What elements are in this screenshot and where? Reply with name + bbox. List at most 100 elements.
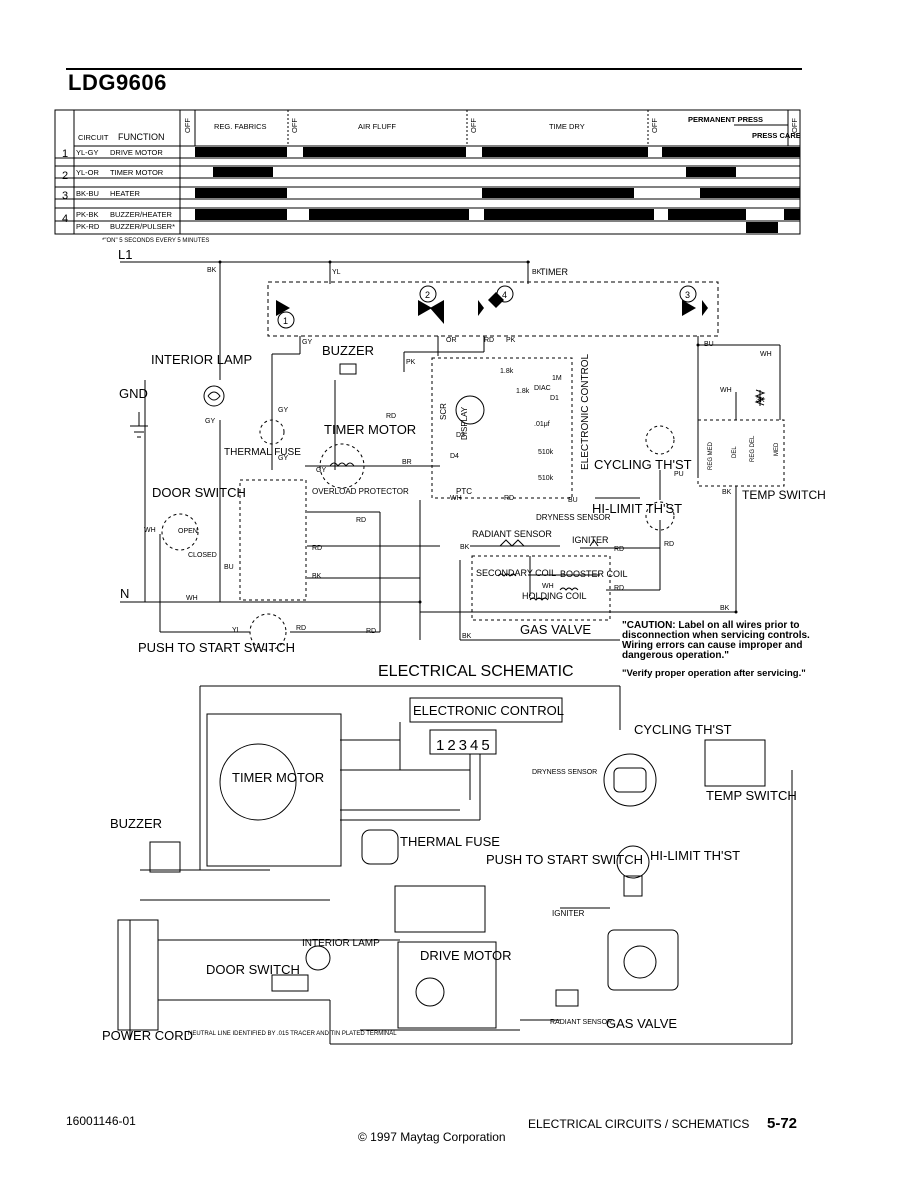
wd-igniter: IGNITER [552, 909, 585, 918]
svg-text:BK: BK [720, 605, 730, 612]
svg-text:WH: WH [144, 527, 156, 534]
row-func-3: HEATER [110, 189, 140, 198]
row-func-1: DRIVE MOTOR [110, 148, 163, 157]
wd-interior-lamp: INTERIOR LAMP [302, 938, 380, 949]
label-dryness: DRYNESS SENSOR [536, 513, 611, 522]
svg-text:OR: OR [446, 337, 457, 344]
label-ptc: PTC [456, 487, 472, 496]
svg-text:510k: 510k [538, 475, 554, 482]
label-closed: CLOSED [188, 552, 217, 559]
row-circuit-3: BK-BU [76, 189, 99, 198]
schematic-dots [218, 260, 738, 614]
wd-door-switch: DOOR SWITCH [206, 962, 300, 977]
label-interior-lamp: INTERIOR LAMP [151, 352, 252, 367]
svg-text:WH: WH [760, 351, 772, 358]
label-scr: SCR [439, 403, 448, 420]
wiring-diagram-lines [117, 685, 793, 1045]
col-circuit: CIRCUIT [78, 133, 109, 142]
chart-footnote: *"ON" 5 SECONDS EVERY 5 MINUTES [102, 238, 209, 244]
wiring-labels: ELECTRONIC CONTROL 12345 TIMER MOTOR BUZ… [102, 703, 797, 1043]
row-circuit-2: YL-OR [76, 168, 100, 177]
cycle-timedry: TIME DRY [549, 122, 585, 131]
label-reg-med: REG MED [708, 441, 714, 470]
label-push-start: PUSH TO START SWITCH [138, 640, 295, 655]
svg-text:BU: BU [704, 341, 714, 348]
wd-buzzer: BUZZER [110, 816, 162, 831]
svg-text:D3: D3 [456, 432, 465, 439]
row-circuit-4: PK-BK [76, 210, 99, 219]
svg-text:RD: RD [664, 541, 674, 548]
svg-text:BK: BK [462, 633, 472, 640]
schematic-components [130, 363, 766, 651]
cycle-fluff: AIR FLUFF [358, 122, 396, 131]
wd-dryness: DRYNESS SENSOR [532, 769, 597, 776]
wd-neutral-note: NEUTRAL LINE IDENTIFIED BY .015 TRACER A… [188, 1031, 397, 1037]
label-booster: BOOSTER COIL [560, 569, 628, 579]
svg-text:GY: GY [316, 467, 326, 474]
svg-text:YL: YL [332, 269, 341, 276]
label-cycling: CYCLING TH'ST [594, 457, 692, 472]
svg-text:3K: 3K [756, 397, 765, 404]
wd-thermal-fuse: THERMAL FUSE [400, 834, 500, 849]
row-num-1: 1 [62, 148, 68, 160]
timer-chart-bars [195, 147, 800, 233]
svg-text:BR: BR [402, 459, 412, 466]
svg-text:BK: BK [532, 269, 542, 276]
label-gnd: GND [119, 386, 148, 401]
label-buzzer: BUZZER [322, 343, 374, 358]
timer-contacts [276, 292, 708, 324]
label-thermal-fuse: THERMAL FUSE [224, 447, 301, 458]
label-display: DISPLAY [460, 406, 469, 440]
off-3: OFF [469, 118, 478, 133]
svg-text:4: 4 [502, 290, 507, 300]
off-2: OFF [290, 118, 299, 133]
svg-text:1M: 1M [552, 375, 562, 382]
label-gas-valve: GAS VALVE [520, 622, 591, 637]
svg-text:YL: YL [232, 627, 241, 634]
wd-temp-switch: TEMP SWITCH [706, 788, 797, 803]
svg-text:RD: RD [484, 337, 494, 344]
cycle-perm: PERMANENT PRESS [688, 115, 763, 124]
off-5: OFF [790, 118, 799, 133]
svg-text:GY: GY [205, 418, 215, 425]
caution-note: "CAUTION: Label on all wires prior to di… [622, 620, 810, 661]
label-door-switch: DOOR SWITCH [152, 485, 246, 500]
label-overload: OVERLOAD PROTECTOR [312, 487, 409, 496]
svg-text:GY: GY [278, 455, 288, 462]
label-temp-switch: TEMP SWITCH [742, 488, 826, 502]
wd-radiant: RADIANT SENSOR [550, 1019, 612, 1026]
label-holding: HOLDING COIL [522, 591, 587, 601]
svg-text:RD: RD [366, 628, 376, 635]
label-timer: TIMER [540, 267, 568, 277]
col-function: FUNCTION [118, 132, 165, 142]
svg-text:RD: RD [614, 546, 624, 553]
svg-text:RD: RD [614, 585, 624, 592]
svg-text:WH: WH [450, 495, 462, 502]
schematic-labels: L1 N TIMER BUZZER INTERIOR LAMP GND TIME… [118, 247, 826, 655]
label-diac: DIAC [534, 385, 551, 392]
schematic-title: ELECTRICAL SCHEMATIC [378, 663, 574, 680]
label-timer-motor: TIMER MOTOR [324, 422, 416, 437]
section-title: ELECTRICAL CIRCUITS / SCHEMATICS [528, 1117, 750, 1131]
svg-text:2: 2 [425, 290, 430, 300]
row-func-4: BUZZER/HEATER [110, 210, 173, 219]
off-4: OFF [650, 118, 659, 133]
label-open: OPEN [178, 528, 198, 535]
svg-text:RD: RD [296, 625, 306, 632]
svg-text:BK: BK [722, 489, 732, 496]
svg-text:PU: PU [674, 471, 684, 478]
svg-text:RD: RD [386, 413, 396, 420]
svg-text:RD: RD [356, 517, 366, 524]
verify-note: "Verify proper operation after servicing… [622, 668, 806, 679]
schematic-wires [120, 261, 785, 641]
wd-gas-valve: GAS VALVE [606, 1016, 677, 1031]
row-num-2: 2 [62, 170, 68, 182]
row-circuit-5: PK-RD [76, 222, 100, 231]
timer-chart [54, 109, 801, 235]
svg-text:D4: D4 [450, 453, 459, 460]
component-values: 1.8k 1.8k 1M 510k 510k 3K .01μf D1 D3 D4 [450, 368, 765, 482]
wd-power-cord: POWER CORD [102, 1028, 193, 1043]
wd-connector: 12345 [436, 737, 493, 754]
svg-text:BU: BU [224, 564, 234, 571]
